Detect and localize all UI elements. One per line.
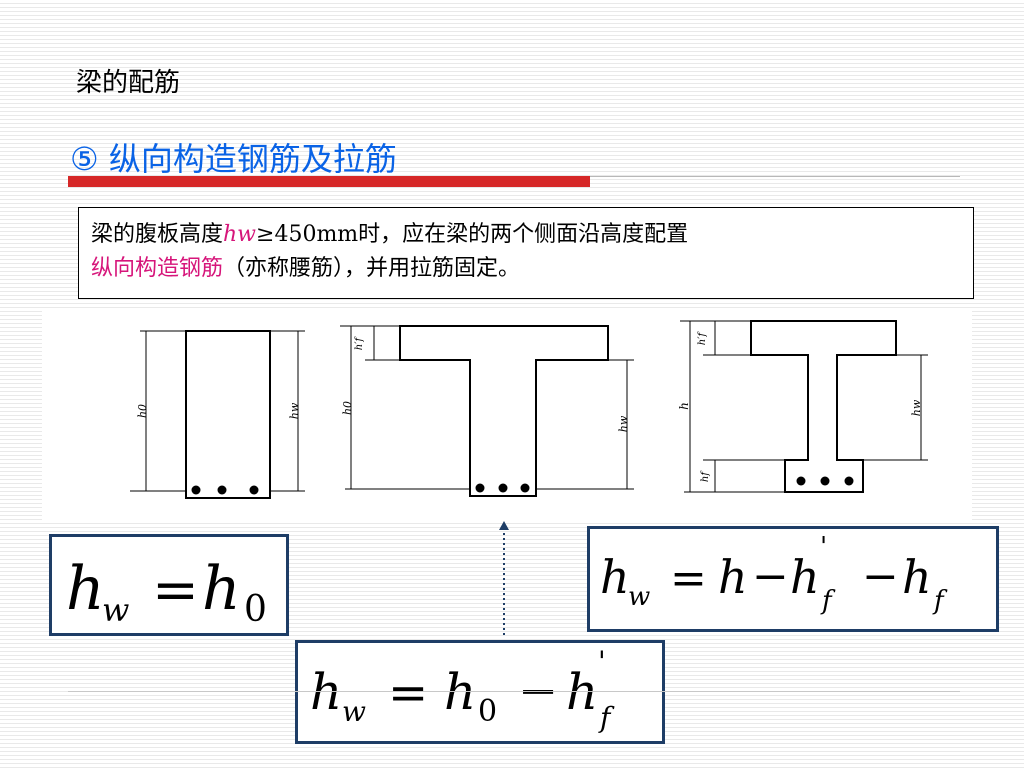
t-hw-label: hw	[617, 415, 630, 432]
f2-t2: h	[790, 550, 820, 604]
f3-eq: =	[388, 665, 428, 721]
i-h-label: h	[677, 402, 691, 410]
footer-divider	[68, 691, 960, 692]
f3-t2: h	[566, 663, 598, 721]
f3-t1: h	[444, 663, 476, 721]
description-hw-variable: hw	[223, 222, 257, 247]
f1-rhs: h	[202, 554, 241, 624]
i-dimensions	[680, 320, 928, 493]
f1-lhs: h	[66, 554, 105, 624]
f2-op2: −	[862, 551, 899, 602]
rect-h0-label: h0	[136, 404, 149, 418]
t-dimensions	[340, 325, 634, 490]
rectangular-section	[185, 330, 271, 499]
f1-rhs-sub: 0	[244, 589, 267, 630]
f2-t2-sub: f	[820, 586, 836, 616]
title-divider	[590, 176, 960, 177]
i-hf-prime-label: h′f	[697, 331, 708, 346]
f2-lhs: h	[600, 550, 630, 604]
slide-title: ⑤ 纵向构造钢筋及拉筋	[70, 140, 397, 178]
f2-lhs-sub: w	[628, 582, 650, 612]
f1-lhs-sub: w	[102, 591, 129, 629]
formula-box-i-section: h w = h − h ' f − h f	[587, 526, 999, 632]
t-hf-prime-label: h′f	[354, 336, 365, 351]
formula-box-t-section: h w = h 0 − h ' f	[295, 640, 665, 744]
f2-t2-sup: '	[820, 532, 827, 562]
t-section	[399, 325, 609, 497]
rect-hw-label: hw	[288, 402, 301, 419]
f3-t2-sub: f	[598, 701, 615, 734]
description-text-2: ≥450mm时，应在梁的两个侧面沿高度配置	[256, 222, 689, 247]
rect-rebars	[191, 485, 259, 495]
dotted-arrow	[499, 521, 509, 636]
description-text-1: 梁的腹板高度	[91, 222, 224, 247]
beam-sections-diagram: h0 hw h0 h′f hw h h′f hf hw	[42, 310, 972, 520]
f3-t1-sub: 0	[478, 694, 497, 729]
f3-lhs: h	[310, 663, 342, 721]
i-hf-label: hf	[700, 470, 711, 482]
section-header: 梁的配筋	[76, 68, 181, 98]
i-rebars	[796, 476, 854, 486]
f2-t1: h	[718, 550, 748, 604]
t-h0-label: h0	[341, 401, 354, 415]
f3-t2-sup: '	[598, 645, 606, 678]
description-highlight: 纵向构造钢筋	[91, 256, 224, 281]
i-section	[750, 320, 897, 493]
t-rebars	[475, 483, 530, 493]
description-box: 梁的腹板高度hw≥450mm时，应在梁的两个侧面沿高度配置 纵向构造钢筋（亦称腰…	[78, 207, 974, 299]
i-hw-label: hw	[910, 399, 923, 416]
f2-t3-sub: f	[932, 586, 948, 616]
rect-dimensions	[130, 330, 305, 492]
f2-op1: −	[752, 551, 789, 602]
f3-lhs-sub: w	[342, 695, 366, 728]
f2-eq: =	[670, 553, 707, 604]
f1-eq: =	[152, 558, 199, 623]
title-accent-bar	[68, 176, 590, 187]
formula-box-rectangular: h w = h 0	[49, 534, 289, 636]
f2-t3: h	[902, 550, 932, 604]
description-text-3: （亦称腰筋），并用拉筋固定。	[223, 256, 521, 281]
